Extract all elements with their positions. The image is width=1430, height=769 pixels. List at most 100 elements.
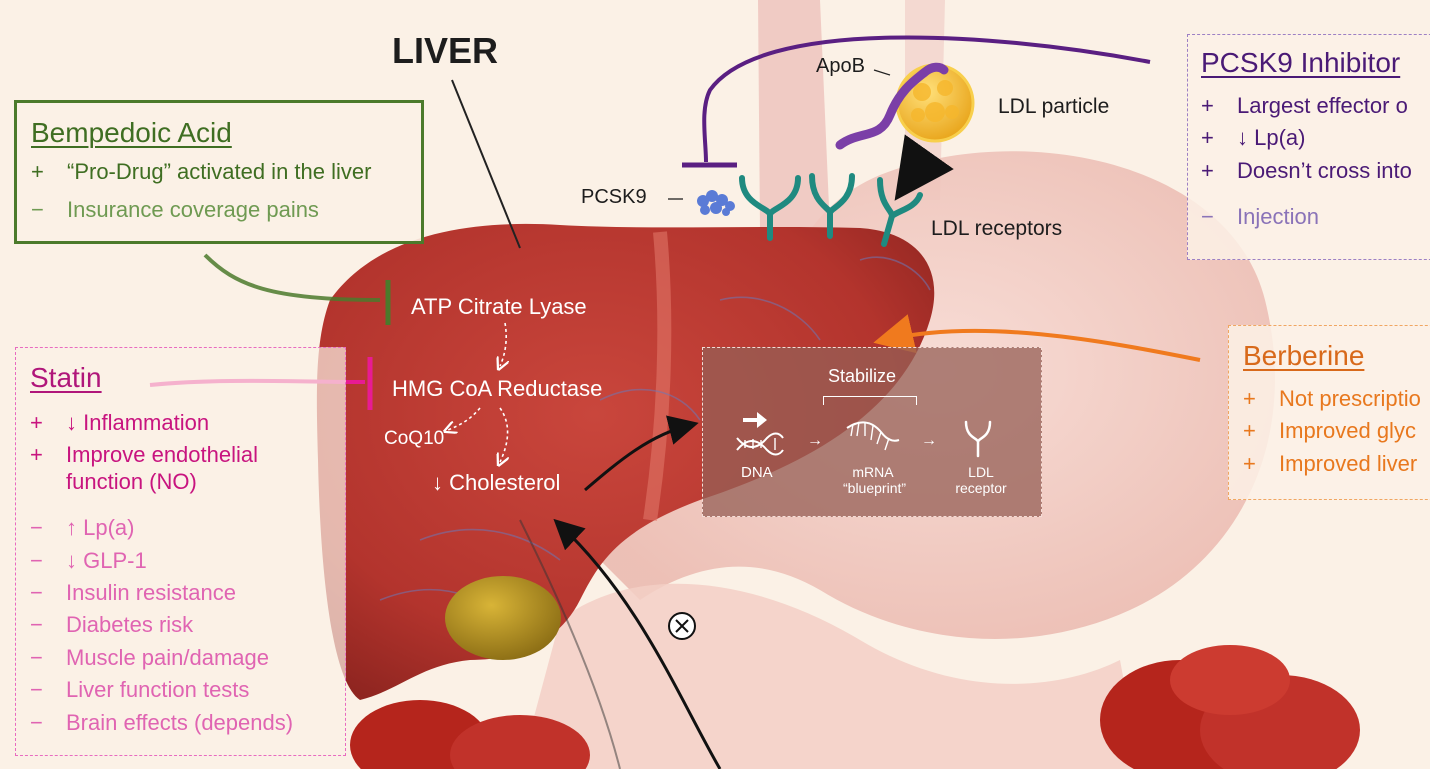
list-item: −↑ Lp(a) bbox=[30, 515, 345, 541]
list-item: −Injection bbox=[1201, 204, 1430, 230]
list-item: −Muscle pain/damage bbox=[30, 645, 345, 671]
list-item: +↓ Inflammation bbox=[30, 410, 345, 436]
pcsk9-inhibitor-title: PCSK9 Inhibitor bbox=[1201, 47, 1401, 78]
mrna-label-line1: mRNA bbox=[852, 464, 894, 480]
berberine-list: +Not prescriptio+Improved glyc+Improved … bbox=[1243, 386, 1430, 477]
stabilize-bracket bbox=[823, 396, 917, 405]
list-item: +Not prescriptio bbox=[1243, 386, 1430, 412]
list-item-sign: − bbox=[30, 709, 43, 735]
apob-label: ApoB bbox=[816, 55, 865, 77]
dna-icon bbox=[736, 412, 784, 456]
dna-label: DNA bbox=[741, 464, 773, 481]
coq10-label: CoQ10 bbox=[384, 428, 445, 449]
arrow-dna-mrna: → bbox=[807, 432, 823, 449]
list-item: + Improved glyc bbox=[1243, 418, 1430, 444]
list-item: +Improve endothelial function (NO) bbox=[30, 442, 345, 495]
cholesterol-to-expression-arrow bbox=[584, 415, 699, 492]
pcsk9-inhibitor-connector bbox=[702, 35, 1151, 163]
ldl-particle-dots bbox=[911, 80, 959, 122]
list-item: + Doesn’t cross into bbox=[1201, 158, 1430, 184]
list-item-text: Largest effector o bbox=[1237, 93, 1408, 118]
bempedoic-connector bbox=[203, 253, 381, 302]
bempedoic-acid-panel: Bempedoic Acid + “Pro-Drug” activated in … bbox=[14, 100, 424, 244]
list-item: −Brain effects (depends) bbox=[30, 710, 345, 736]
list-item-text: Doesn’t cross into bbox=[1237, 157, 1412, 183]
list-item-text: ↓ Lp(a) bbox=[1237, 125, 1306, 151]
list-item-sign: − bbox=[1201, 204, 1214, 230]
ldl-receptor-small-icon bbox=[964, 420, 992, 458]
secondary-line bbox=[519, 519, 621, 769]
statin-cons-list: −↑ Lp(a)−↓ GLP-1−Insulin resistance−Diab… bbox=[30, 515, 345, 736]
pcsk9-inhibitor-pros-list: + Largest effector o + ↓ Lp(a) + Doesn’t cros… bbox=[1201, 93, 1430, 184]
gallbladder-shape bbox=[445, 576, 561, 660]
pcsk9-inhibitor-panel: PCSK9 Inhibitor + Largest effector o + ↓ Lp… bbox=[1187, 34, 1430, 260]
list-item-text: Improved glyc bbox=[1279, 418, 1416, 444]
statin-panel: Statin +↓ Inflammation+Improve endotheli… bbox=[15, 347, 346, 756]
list-item-text: Brain effects (depends) bbox=[66, 709, 294, 735]
liver-shape bbox=[316, 223, 935, 700]
list-item-sign: + bbox=[1201, 125, 1214, 151]
statin-title: Statin bbox=[30, 362, 102, 393]
list-item-text: ↓ Inflammation bbox=[66, 410, 210, 435]
ldl-particle-label: LDL particle bbox=[998, 95, 1110, 118]
ldl-receptor-label-line1: LDL bbox=[968, 464, 994, 480]
list-item-sign: + bbox=[1243, 386, 1256, 411]
liver-ligament bbox=[643, 231, 672, 522]
list-item-sign: − bbox=[30, 515, 43, 541]
list-item: −Diabetes risk bbox=[30, 612, 345, 638]
atp-citrate-lyase-label: ATP Citrate Lyase bbox=[411, 294, 587, 319]
pcsk9-molecule-icon bbox=[697, 190, 735, 216]
list-item: −Liver function tests bbox=[30, 677, 345, 703]
list-item: +Improved liver bbox=[1243, 451, 1430, 477]
list-item-text: ↓ GLP-1 bbox=[66, 547, 147, 573]
list-item-sign: + bbox=[1201, 157, 1214, 183]
list-item-sign: + bbox=[1201, 93, 1214, 118]
list-item-text: Insurance coverage pains bbox=[67, 197, 319, 223]
list-item-sign: − bbox=[31, 197, 44, 223]
list-item: −Insurance coverage pains bbox=[31, 197, 421, 223]
list-item-sign: + bbox=[1243, 450, 1256, 476]
list-item: −Insulin resistance bbox=[30, 580, 345, 606]
pcsk9-inhibitor-cons-list: −Injection bbox=[1201, 204, 1430, 230]
block-x-icon bbox=[675, 619, 689, 633]
list-item-sign: − bbox=[30, 547, 43, 573]
pcsk9-label: PCSK9 bbox=[581, 186, 647, 208]
liver-pointer-line bbox=[451, 79, 521, 249]
mrna-label-line2: “blueprint” bbox=[843, 480, 907, 497]
berberine-panel: Berberine +Not prescriptio+Improved glyc… bbox=[1228, 325, 1430, 500]
list-item-sign: + bbox=[31, 159, 44, 184]
list-item: + “Pro-Drug” activated in the liver bbox=[31, 159, 421, 185]
bempedoic-acid-title: Bempedoic Acid bbox=[31, 117, 232, 148]
statin-pros-list: +↓ Inflammation+Improve endothelial func… bbox=[30, 410, 345, 495]
list-item-text: ↑ Lp(a) bbox=[66, 515, 135, 541]
list-item-text: Liver function tests bbox=[66, 677, 250, 703]
ldl-receptor-label: LDL receptor bbox=[941, 464, 1021, 496]
ldl-binding-arrow bbox=[894, 134, 954, 201]
berberine-title: Berberine bbox=[1243, 340, 1365, 371]
list-item-text: Insulin resistance bbox=[66, 579, 236, 605]
list-item: + ↓ Lp(a) bbox=[1201, 125, 1430, 151]
apob-icon bbox=[835, 62, 949, 150]
list-item-sign: − bbox=[30, 612, 43, 638]
list-item: + Largest effector o bbox=[1201, 93, 1430, 119]
list-item-text: “Pro-Drug” activated in the liver bbox=[67, 159, 372, 184]
cholesterol-label: ↓ Cholesterol bbox=[432, 470, 561, 495]
ldl-receptors-icon bbox=[739, 173, 923, 247]
list-item-sign: + bbox=[1243, 418, 1256, 444]
list-item-text: Muscle pain/damage bbox=[66, 644, 270, 670]
pathway-arrow-coq10 bbox=[448, 407, 481, 430]
absorption-arrow bbox=[553, 518, 722, 769]
intestines-shape bbox=[350, 645, 1360, 769]
ldl-receptors-label: LDL receptors bbox=[931, 217, 1063, 240]
ldl-receptor-label-line2: receptor bbox=[955, 480, 1007, 497]
list-item-sign: + bbox=[30, 442, 43, 468]
stabilize-label: Stabilize bbox=[828, 366, 897, 386]
bempedoic-acid-list: +“Pro-Drug” activated in the liver−Insur… bbox=[31, 159, 421, 224]
mrna-icon bbox=[846, 421, 900, 451]
liver-label: LIVER bbox=[392, 30, 499, 71]
arrow-mrna-receptor: → bbox=[921, 432, 937, 449]
list-item-text: Injection bbox=[1237, 204, 1319, 230]
list-item: −↓ GLP-1 bbox=[30, 548, 345, 574]
